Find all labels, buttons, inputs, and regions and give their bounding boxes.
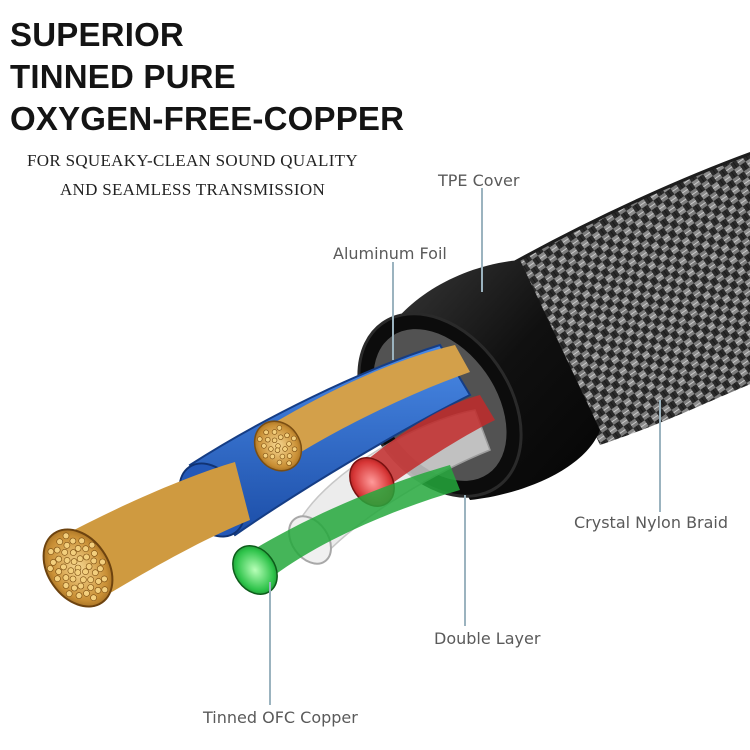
- copper-strand-end: [97, 565, 104, 573]
- copper-strand-end: [55, 555, 63, 563]
- copper-strand-end: [271, 429, 278, 435]
- copper-strand-end: [49, 559, 57, 566]
- copper-strand-end: [62, 574, 70, 581]
- copper-strand-end: [257, 436, 263, 442]
- copper-strand-end: [276, 425, 283, 431]
- callout-tinned-ofc-copper: Tinned OFC Copper: [203, 708, 358, 727]
- copper-strand-end: [92, 569, 99, 577]
- copper-strand-end: [94, 586, 102, 594]
- copper-strand-end: [90, 557, 98, 565]
- copper-strand-end: [55, 568, 63, 575]
- copper-strand-end: [278, 434, 284, 440]
- copper-strand-end: [268, 446, 274, 452]
- copper-strand-end: [265, 437, 271, 443]
- headline-line-2: TINNED PURE: [10, 58, 236, 95]
- headline-line-1: SUPERIOR: [10, 16, 184, 53]
- nylon-braid-sleeve: [514, 152, 750, 445]
- copper-strand-end: [65, 590, 73, 598]
- copper-strand-end: [90, 594, 97, 602]
- copper-strand-end: [56, 538, 64, 546]
- copper-strand-end: [284, 432, 290, 438]
- copper-strand-end: [46, 565, 54, 572]
- copper-strand-end: [274, 447, 281, 453]
- callout-crystal-nylon-braid: Crystal Nylon Braid: [574, 513, 729, 532]
- copper-strand-end: [69, 537, 77, 545]
- copper-strand-end: [269, 453, 276, 460]
- copper-strand-end: [271, 437, 278, 443]
- copper-strand-end: [286, 441, 292, 447]
- copper-strand-end: [279, 453, 286, 460]
- copper-strand-end: [88, 541, 96, 549]
- copper-strand-end: [62, 532, 70, 540]
- copper-strand-end: [53, 546, 61, 554]
- copper-strand-end: [286, 453, 293, 459]
- copper-strand-end: [286, 460, 292, 466]
- copper-strand-end: [101, 586, 109, 594]
- copper-strand-end: [263, 429, 269, 435]
- copper-strand-end: [77, 582, 85, 590]
- copper-strand-end: [70, 558, 78, 565]
- callout-aluminum-foil: Aluminum Foil: [333, 244, 447, 263]
- copper-strand-end: [69, 575, 77, 583]
- copper-strand-end: [54, 575, 61, 583]
- copper-strand-end: [61, 548, 68, 556]
- headline: SUPERIOR TINNED PURE OXYGEN-FREE-COPPER: [10, 14, 404, 140]
- copper-strand-end: [101, 575, 108, 583]
- tagline-line-1: FOR SQUEAKY-CLEAN SOUND QUALITY: [27, 151, 358, 170]
- copper-strand-end: [262, 453, 269, 459]
- tagline: FOR SQUEAKY-CLEAN SOUND QUALITY AND SEAM…: [0, 146, 385, 204]
- copper-strand-end: [91, 550, 98, 557]
- copper-strand-end: [82, 568, 89, 576]
- callout-double-layer: Double Layer: [434, 629, 541, 648]
- copper-strand-end: [78, 537, 85, 545]
- copper-strand-end: [83, 553, 90, 561]
- copper-strand-end: [74, 545, 82, 552]
- copper-strand-end: [99, 558, 106, 566]
- copper-strand-end: [291, 446, 298, 452]
- copper-strand-end: [76, 555, 84, 563]
- copper-strand-end: [60, 563, 67, 571]
- copper-strand-ends: [46, 425, 298, 602]
- copper-strand-end: [62, 582, 70, 589]
- callout-tpe-cover: TPE Cover: [438, 171, 520, 190]
- copper-strand-end: [291, 435, 297, 442]
- headline-line-3: OXYGEN-FREE-COPPER: [10, 100, 405, 137]
- copper-strand-end: [95, 578, 102, 585]
- copper-strand-end: [63, 557, 71, 564]
- copper-strand-end: [80, 576, 87, 584]
- copper-strand-end: [87, 584, 94, 591]
- copper-strand-end: [83, 589, 90, 597]
- copper-strand-end: [47, 548, 55, 555]
- copper-strand-end: [74, 569, 82, 576]
- copper-strand-end: [67, 567, 75, 575]
- copper-strand-end: [261, 443, 267, 449]
- copper-strand-end: [82, 545, 89, 553]
- copper-strand-end: [71, 584, 78, 592]
- copper-strand-end: [282, 446, 288, 452]
- callout-leader-lines: [269, 188, 661, 705]
- copper-strand-end: [87, 576, 94, 584]
- copper-strand-end: [75, 592, 83, 599]
- copper-strand-end: [70, 549, 77, 556]
- copper-strand-end: [85, 563, 93, 570]
- tagline-line-2: AND SEAMLESS TRANSMISSION: [59, 180, 326, 199]
- copper-strand-end: [63, 541, 71, 549]
- copper-strand-end: [276, 459, 283, 466]
